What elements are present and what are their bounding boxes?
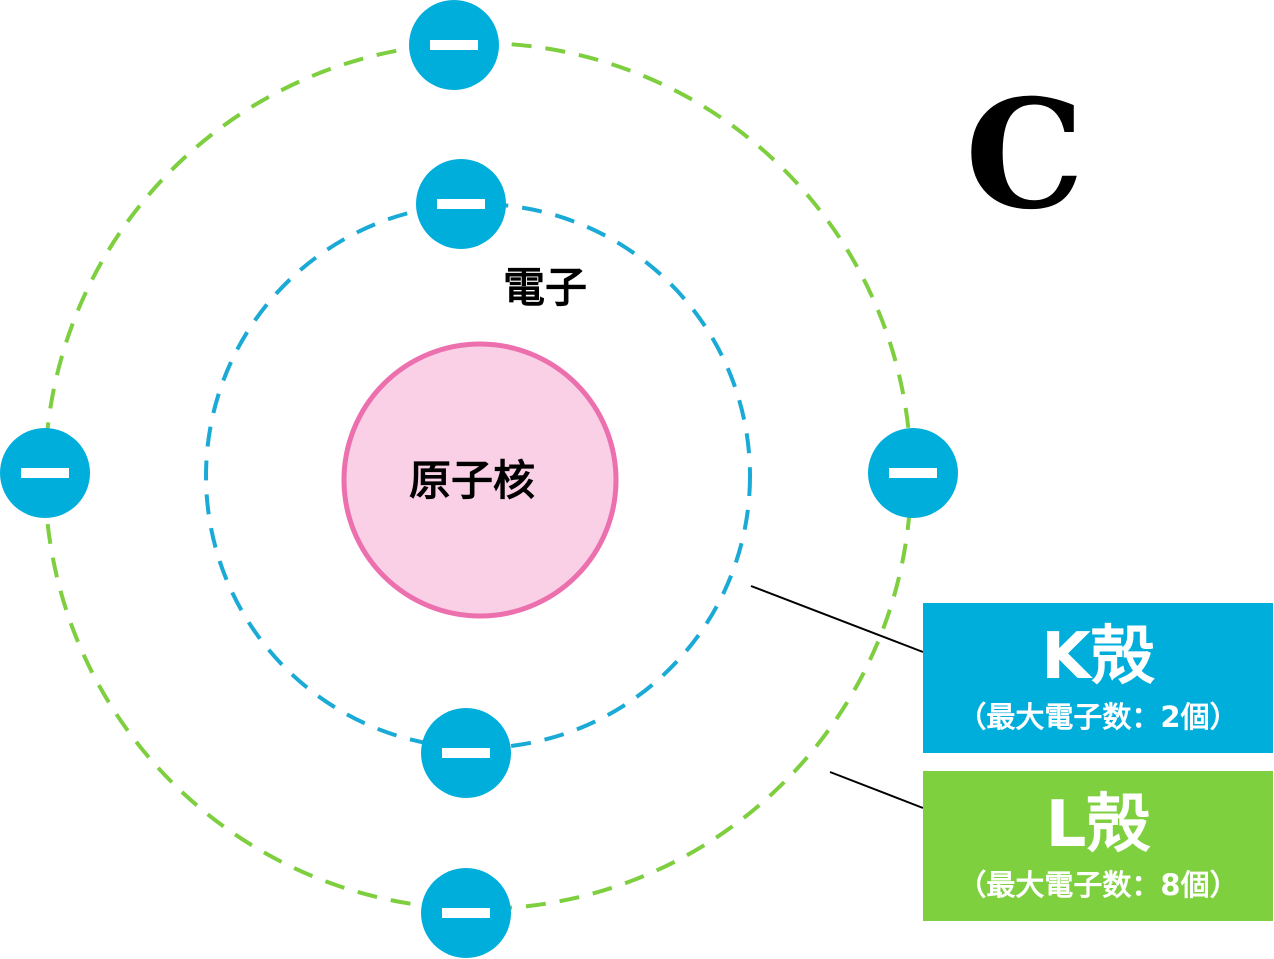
- electron: [421, 708, 511, 798]
- minus-icon: [442, 908, 490, 918]
- minus-icon: [442, 748, 490, 758]
- k-shell-leader-line: [750, 585, 924, 653]
- k-shell-box: K殻 （最大電子数：2個）: [923, 603, 1273, 753]
- nucleus: [341, 341, 619, 619]
- l-shell-leader-line: [829, 771, 924, 809]
- electron: [0, 428, 90, 518]
- nucleus-label: 原子核: [409, 456, 535, 505]
- minus-icon: [21, 468, 69, 478]
- electron: [416, 159, 506, 249]
- electron-label: 電子: [503, 263, 587, 312]
- electron: [868, 428, 958, 518]
- k-shell-capacity: （最大電子数：2個）: [957, 700, 1239, 734]
- minus-icon: [430, 40, 478, 50]
- element-symbol: C: [965, 67, 1085, 243]
- minus-icon: [889, 468, 937, 478]
- l-shell-capacity: （最大電子数：8個）: [957, 868, 1239, 902]
- k-shell-name: K殻: [1041, 620, 1155, 694]
- l-shell-name: L殻: [1045, 788, 1151, 862]
- minus-icon: [437, 199, 485, 209]
- l-shell-box: L殻 （最大電子数：8個）: [923, 771, 1273, 921]
- electron: [409, 0, 499, 90]
- electron: [421, 868, 511, 958]
